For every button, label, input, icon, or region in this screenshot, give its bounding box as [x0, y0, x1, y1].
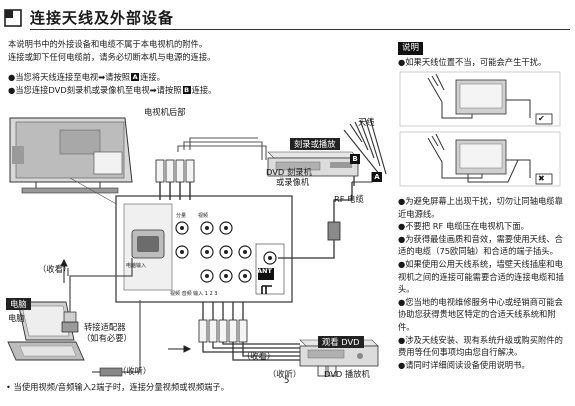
or-vcr-label: 或录像机	[276, 177, 310, 187]
note-header: 说明	[398, 42, 424, 55]
tip-item: ●不要把 RF 电缆压在电视机下面。	[398, 221, 529, 232]
antenna-label: 天线	[358, 117, 375, 127]
tip-item: ●请同时详细阅读设备使用说明书。	[398, 359, 530, 370]
panel-pc-in-label: 电脑输入	[126, 263, 147, 269]
dvd-tag: 观看 DVD	[318, 336, 364, 348]
adapter-note-label: （如有必要）	[82, 333, 132, 343]
panel-video-label: 视频	[198, 213, 209, 219]
recorder-tag: 刻录或播放	[290, 138, 340, 150]
watch-left-label: （收看）	[38, 264, 72, 274]
section-square-icon	[4, 9, 22, 27]
tips-list: ●为避免屏幕上出现干扰，切勿让同轴电缆靠近电源线。 ●不要把 RF 电缆压在电视…	[398, 195, 570, 371]
ok-mark-icon: ✔	[538, 114, 545, 123]
ant-label: ANT	[257, 267, 272, 275]
note-top-text: ●如果天线位置不当，可能会产生干扰。	[398, 57, 547, 67]
recorder-cables	[177, 137, 267, 160]
tv-rear-illustration	[9, 117, 133, 207]
listen-left-label: （收听）	[118, 366, 152, 376]
dvd-recorder-label: DVD 刻录机	[266, 167, 312, 177]
interference-illustration	[399, 71, 561, 187]
dvd-recorder-illustration	[267, 151, 359, 177]
adapter-label: 转接适配器	[84, 322, 126, 332]
dvd-player-label: DVD 播放机	[324, 369, 370, 379]
adapter-illustration	[61, 258, 133, 333]
pc-tag: 电脑	[6, 298, 31, 310]
title-underline	[30, 29, 570, 30]
listen-right-label: （收听）	[268, 369, 302, 379]
arrow-icon: ➡	[149, 85, 157, 95]
flow-arrows	[60, 258, 192, 353]
tip-item: ●为获得最佳画质和音效，需要使用天线、合适的电缆（75欧同轴）和合适的端子插头。	[398, 233, 563, 257]
intro-line-1: 本说明书中的外接设备和电缆不属于本电视机的附件。	[8, 39, 208, 49]
page-title-bar: 连接天线及外部设备	[4, 6, 570, 30]
footer-note: • 当使用视频/音频输入2端子时，连接分量视频或视频端子。	[6, 382, 230, 392]
rf-cable	[278, 176, 355, 259]
rca-plugs-bottom	[198, 319, 337, 377]
box-a-icon: A	[372, 172, 382, 182]
tip-item: ●如果使用公用天线系统，墙壁天线插座和电视机之间的连接可能需要合适的连接电缆和插…	[398, 258, 564, 295]
ng-mark-icon: ✖	[538, 174, 545, 183]
laptop-illustration	[7, 301, 85, 361]
watch-right-label: （收看）	[242, 351, 276, 361]
pc-label: 电脑	[8, 313, 25, 323]
panel-av-in-label: 视频 音频 输入 1 2 3	[170, 291, 218, 297]
arrow-icon: ➡	[98, 72, 106, 82]
rf-cable-label: RF 电缆	[334, 194, 364, 204]
antenna-illustration	[343, 117, 387, 183]
rca-plugs-top	[155, 159, 195, 183]
tv-rear-label: 电视机后部	[144, 107, 186, 117]
tip-item: ●涉及天线安装、现有系统升级或购买附件的费用等任何事项均由您自行解决。	[398, 334, 563, 358]
box-b-icon: B	[350, 154, 360, 164]
page-number: 5	[284, 376, 290, 386]
tip-item: ●为避免屏幕上出现干扰，切勿让同轴电缆靠近电源线。	[398, 196, 563, 219]
panel-comp-label: 分量	[176, 213, 187, 219]
intro-line-2: 连接或卸下任何电缆前，请务必切断本机与电源的连接。	[8, 52, 216, 62]
page-title: 连接天线及外部设备	[30, 9, 175, 27]
tip-item: ●您当地的电视维修服务中心或经销商可能会协助您获得贵地区特定的合适天线系统和附件…	[398, 296, 563, 332]
connection-diagram	[7, 117, 387, 377]
